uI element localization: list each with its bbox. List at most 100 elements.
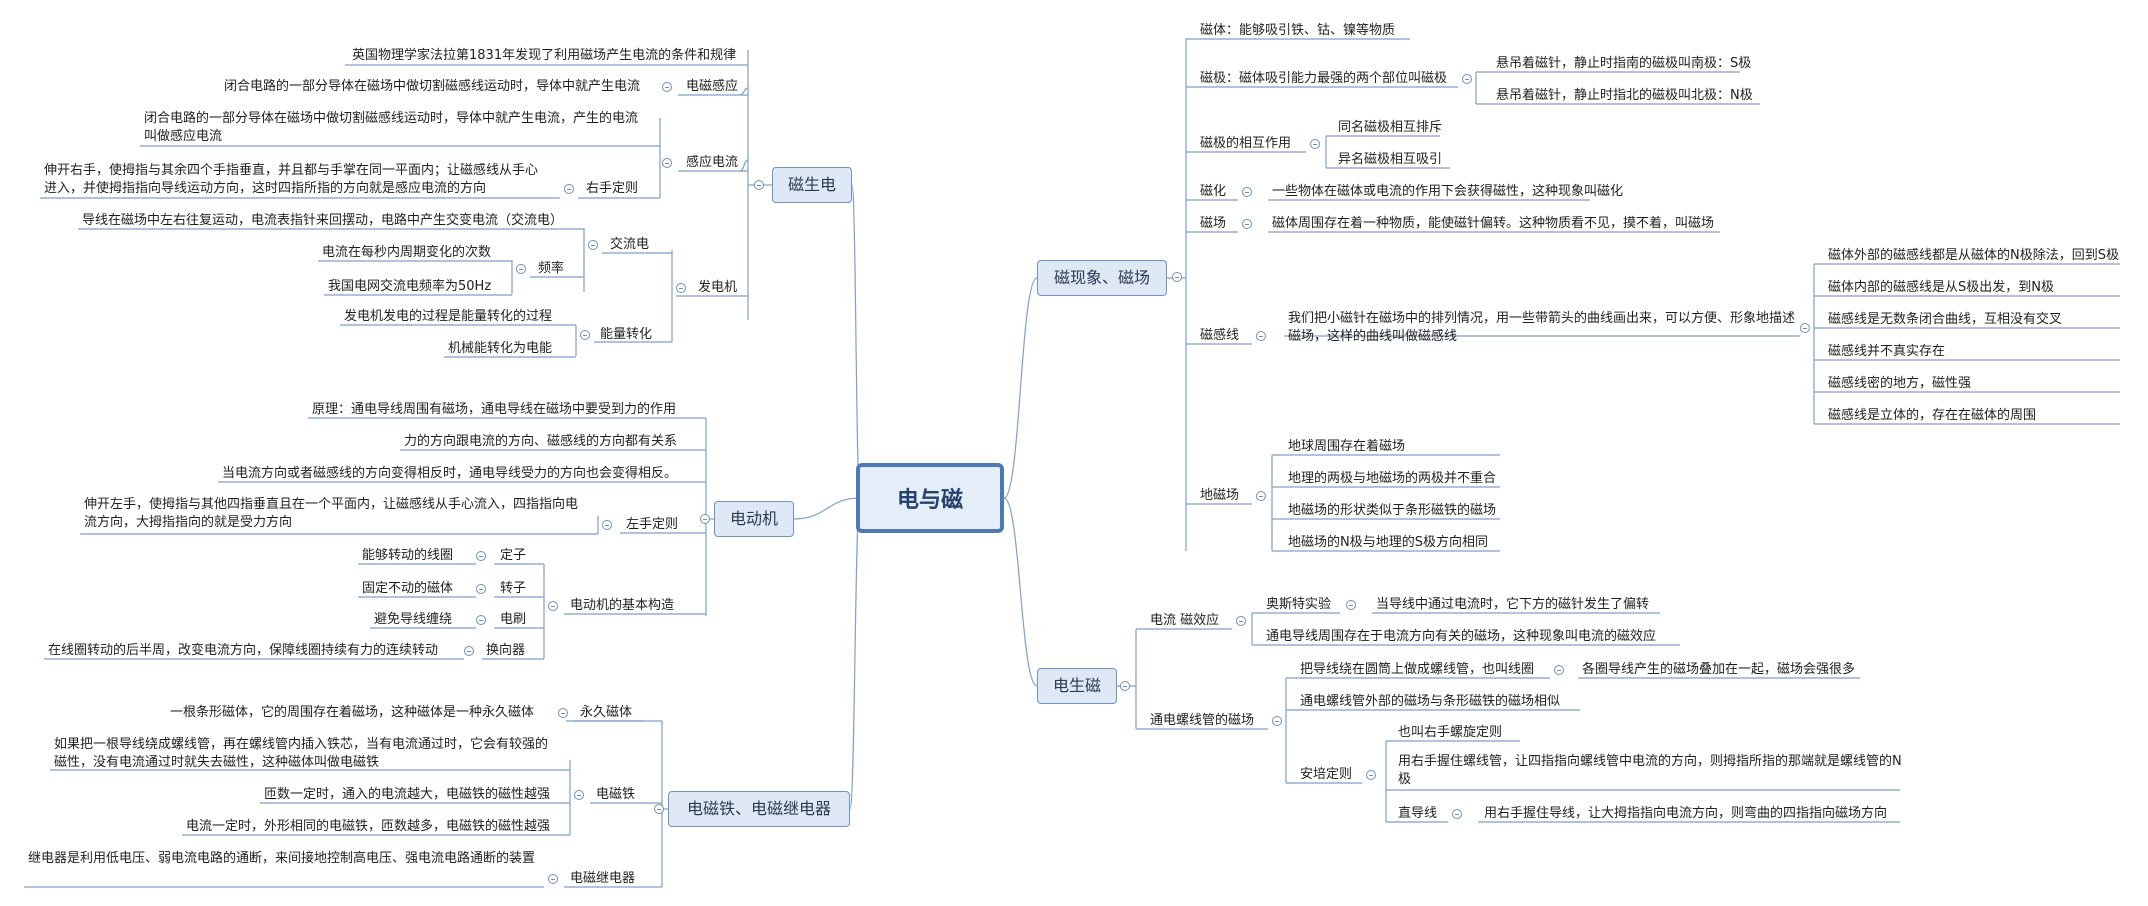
node-zhidao[interactable]: 直导线	[1398, 806, 1438, 821]
node-xianquan-text[interactable]: 各圈导线产生的磁场叠加在一起，磁场会强很多	[1582, 662, 1856, 677]
node-dicichang[interactable]: 地磁场	[1200, 488, 1240, 503]
node-cichang[interactable]: 磁场	[1200, 216, 1227, 231]
collapse-icon[interactable]	[1310, 139, 1320, 149]
node-xianghu[interactable]: 磁极的相互作用	[1200, 136, 1292, 151]
collapse-icon[interactable]	[662, 82, 672, 92]
node-dicichang-item-3[interactable]: 地磁场的形状类似于条形磁铁的磁场	[1288, 503, 1497, 518]
node-diancitie[interactable]: 电磁铁	[596, 787, 636, 802]
node-waibu[interactable]: 通电螺线管外部的磁场与条形磁铁的磁场相似	[1300, 694, 1561, 709]
collapse-icon[interactable]	[1452, 809, 1462, 819]
node-ganxian-item-3[interactable]: 磁感线是无数条闭合曲线，互相没有交叉	[1828, 312, 2063, 327]
node-xianghu-a[interactable]: 同名磁极相互排斥	[1338, 120, 1443, 135]
node-anpei-b[interactable]: 用右手握住螺线管，让四指指向螺线管中电流的方向，则拇指所指的那端就是螺线管的N极	[1398, 754, 1902, 787]
collapse-icon[interactable]	[1256, 331, 1266, 341]
collapse-icon[interactable]	[1554, 665, 1564, 675]
node-ganying-dianliu[interactable]: 感应电流	[686, 155, 739, 170]
node-youshou-title[interactable]: 右手定则	[586, 181, 639, 196]
node-xiaoying-text[interactable]: 通电导线周围存在于电流方向有关的磁场，这种现象叫电流的磁效应	[1266, 629, 1657, 644]
node-yuanli[interactable]: 原理：通电导线周围有磁场，通电导线在磁场中要受到力的作用	[312, 402, 677, 417]
collapse-icon[interactable]	[654, 804, 664, 814]
node-ganxian[interactable]: 磁感线	[1200, 328, 1240, 343]
node-jidianqi-text[interactable]: 继电器是利用低电压、弱电流电路的通断，来间接地控制高电压、强电流电路通断的装置	[28, 851, 536, 866]
node-xianghu-b[interactable]: 异名磁极相互吸引	[1338, 152, 1443, 167]
node-zhidao-text[interactable]: 用右手握住导线，让大拇指指向电流方向，则弯曲的四指指向磁场方向	[1484, 806, 1888, 821]
collapse-icon[interactable]	[1462, 74, 1472, 84]
node-diancitie-b[interactable]: 匝数一定时，通入的电流越大，电磁铁的磁性越强	[264, 787, 551, 802]
node-aosite[interactable]: 奥斯特实验	[1266, 597, 1332, 612]
node-youshou-text[interactable]: 伸开右手，使拇指与其余四个手指垂直，并且都与手掌在同一平面内；让磁感线从手心进入…	[44, 163, 539, 196]
node-zuoshou-text[interactable]: 伸开左手，使拇指与其他四指垂直且在一个平面内，让磁感线从手心流入，四指指向电流方…	[84, 497, 579, 530]
collapse-icon[interactable]	[662, 158, 672, 168]
node-dianshua-text[interactable]: 避免导线缠绕	[374, 612, 453, 627]
node-zuoshou-title[interactable]: 左手定则	[626, 517, 679, 532]
node-zhuanzi[interactable]: 转子	[500, 581, 527, 596]
collapse-icon[interactable]	[548, 601, 558, 611]
node-ciji-a[interactable]: 悬吊着磁针，静止时指南的磁极叫南极：S极	[1496, 56, 1752, 71]
collapse-icon[interactable]	[574, 790, 584, 800]
collapse-icon[interactable]	[1120, 681, 1130, 691]
collapse-icon[interactable]	[464, 646, 474, 656]
collapse-icon[interactable]	[1346, 600, 1356, 610]
node-dianliu-text[interactable]: 闭合电路的一部分导体在磁场中做切割磁感线运动时，导体中就产生电流，产生的电流叫做…	[144, 111, 639, 144]
node-citi[interactable]: 磁体：能够吸引铁、钴、镍等物质	[1200, 23, 1396, 38]
node-gouzao[interactable]: 电动机的基本构造	[570, 598, 675, 613]
node-huanxiangqi[interactable]: 换向器	[486, 643, 526, 658]
collapse-icon[interactable]	[700, 514, 710, 524]
node-yongjiu[interactable]: 永久磁体	[580, 705, 633, 720]
node-ganxian-text[interactable]: 我们把小磁针在磁场中的排列情况，用一些带箭头的曲线画出来，可以方便、形象地描述磁…	[1288, 311, 1796, 344]
topic-dianshengci[interactable]: 电生磁	[1037, 668, 1117, 704]
node-dicichang-item-2[interactable]: 地理的两极与地磁场的两极并不重合	[1288, 471, 1497, 486]
node-diancitie-c[interactable]: 电流一定时，外形相同的电磁铁，匝数越多，电磁铁的磁性越强	[186, 819, 551, 834]
topic-diandongji[interactable]: 电动机	[714, 501, 794, 537]
collapse-icon[interactable]	[1256, 491, 1266, 501]
collapse-icon[interactable]	[676, 283, 686, 293]
node-dingzi-text[interactable]: 能够转动的线圈	[362, 548, 454, 563]
collapse-icon[interactable]	[516, 264, 526, 274]
node-diancitie-a[interactable]: 如果把一根导线绕成螺线管，再在螺线管内插入铁芯，当有电流通过时，它会有较强的磁性…	[54, 737, 549, 770]
collapse-icon[interactable]	[602, 520, 612, 530]
node-aosite-text[interactable]: 当导线中通过电流时，它下方的磁针发生了偏转	[1376, 597, 1650, 612]
collapse-icon[interactable]	[580, 330, 590, 340]
collapse-icon[interactable]	[476, 584, 486, 594]
node-yongjiu-text[interactable]: 一根条形磁体，它的周围存在着磁场，这种磁体是一种永久磁体	[170, 705, 535, 720]
node-luoxianguan[interactable]: 通电螺线管的磁场	[1150, 713, 1255, 728]
collapse-icon[interactable]	[558, 708, 568, 718]
node-ganying-text[interactable]: 闭合电路的一部分导体在磁场中做切割磁感线运动时，导体中就产生电流	[224, 79, 641, 94]
node-ganxian-item-2[interactable]: 磁体内部的磁感线是从S极出发，到N极	[1828, 280, 2054, 295]
collapse-icon[interactable]	[1242, 219, 1252, 229]
node-zhuanzi-text[interactable]: 固定不动的磁体	[362, 581, 454, 596]
node-dicichang-item-4[interactable]: 地磁场的N极与地理的S极方向相同	[1288, 535, 1488, 550]
node-nengliang-a[interactable]: 发电机发电的过程是能量转化的过程	[344, 309, 553, 324]
node-anpei-a[interactable]: 也叫右手螺旋定则	[1398, 725, 1503, 740]
collapse-icon[interactable]	[564, 184, 574, 194]
node-xiaoying[interactable]: 电流 磁效应	[1150, 613, 1220, 628]
collapse-icon[interactable]	[1242, 187, 1252, 197]
node-pinlv-b[interactable]: 我国电网交流电频率为50Hz	[328, 279, 492, 294]
root-topic[interactable]: 电与磁	[856, 463, 1004, 533]
node-dingzi[interactable]: 定子	[500, 548, 527, 563]
node-lifangxiang[interactable]: 力的方向跟电流的方向、磁感线的方向都有关系	[404, 434, 678, 449]
collapse-icon[interactable]	[754, 180, 764, 190]
collapse-icon[interactable]	[588, 240, 598, 250]
collapse-icon[interactable]	[1172, 272, 1182, 282]
node-xiangfan[interactable]: 当电流方向或者磁感线的方向变得相反时，通电导线受力的方向也会变得相反。	[222, 466, 678, 481]
topic-cishengdian[interactable]: 磁生电	[772, 167, 852, 203]
node-nengliang-title[interactable]: 能量转化	[600, 327, 653, 342]
collapse-icon[interactable]	[476, 615, 486, 625]
node-ciji-b[interactable]: 悬吊着磁针，静止时指北的磁极叫北极：N极	[1496, 88, 1753, 103]
node-faraday-history[interactable]: 英国物理学家法拉第1831年发现了利用磁场产生电流的条件和规律	[352, 48, 737, 63]
node-huanxiang-text[interactable]: 在线圈转动的后半周，改变电流方向，保障线圈持续有力的连续转动	[48, 643, 439, 658]
node-dianshua[interactable]: 电刷	[500, 612, 527, 627]
collapse-icon[interactable]	[1236, 616, 1246, 626]
node-jidianqi[interactable]: 电磁继电器	[570, 871, 636, 886]
node-cihua-text[interactable]: 一些物体在磁体或电流的作用下会获得磁性，这种现象叫磁化	[1272, 184, 1624, 199]
node-ciji[interactable]: 磁极：磁体吸引能力最强的两个部位叫磁极	[1200, 71, 1448, 86]
node-ganxian-item-5[interactable]: 磁感线密的地方，磁性强	[1828, 376, 1972, 391]
node-fadianji[interactable]: 发电机	[698, 280, 738, 295]
collapse-icon[interactable]	[548, 874, 558, 884]
node-jiaoliu-text[interactable]: 导线在磁场中左右往复运动，电流表指针来回摆动，电路中产生交变电流（交流电）	[82, 213, 564, 228]
node-diancigan-ying[interactable]: 电磁感应	[686, 79, 739, 94]
node-ganxian-item-1[interactable]: 磁体外部的磁感线都是从磁体的N极除法，回到S极	[1828, 248, 2119, 263]
node-cichang-text[interactable]: 磁体周围存在着一种物质，能使磁针偏转。这种物质看不见，摸不着，叫磁场	[1272, 216, 1715, 231]
node-anpei[interactable]: 安培定则	[1300, 767, 1353, 782]
